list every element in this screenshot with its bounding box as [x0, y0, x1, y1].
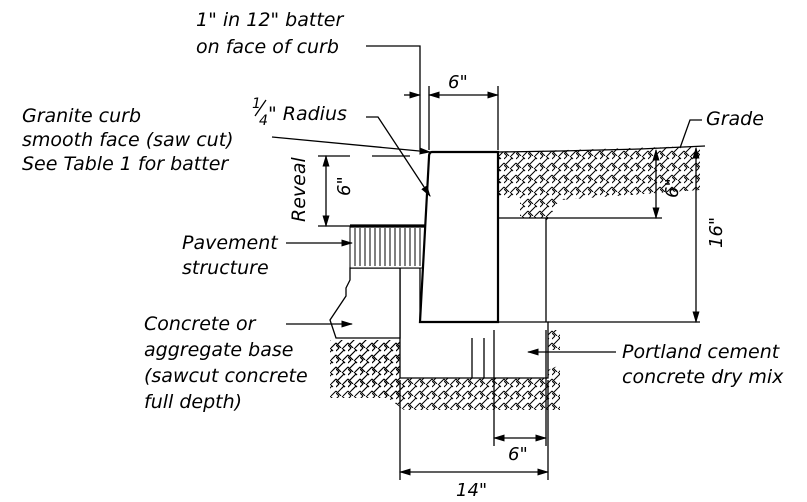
granite-label-line3: See Table 1 for batter	[22, 153, 229, 175]
granite-label-line2: smooth face (saw cut)	[22, 129, 234, 151]
annotation-labels: 1" in 12" batter on face of curb Granite…	[22, 9, 784, 413]
pavement-structure	[349, 224, 430, 269]
radius-denominator: 4	[259, 113, 268, 129]
leader-lines	[271, 45, 702, 356]
base-label-line2: aggregate base	[144, 339, 293, 361]
radius-numerator: 1	[252, 96, 261, 112]
dimension-labels: 6" 6" 6" 16" 6" 14"	[334, 72, 727, 501]
dry-mix-backfill	[493, 217, 547, 331]
base-label-line1: Concrete or	[144, 313, 257, 335]
dim-curb-depth: 16"	[706, 217, 727, 248]
batter-note-line2: on face of curb	[196, 36, 339, 58]
pavement-label-line2: structure	[182, 257, 269, 279]
base-label-line3: (sawcut concrete	[144, 365, 308, 387]
granite-label-line1: Granite curb	[22, 105, 141, 127]
aggregate-base	[329, 267, 401, 339]
pcc-label-line2: concrete dry mix	[622, 366, 784, 388]
pcc-label-line1: Portland cement	[622, 341, 781, 363]
radius-label: " Radius	[268, 103, 347, 125]
dimension-lines	[318, 86, 700, 480]
grade-label: Grade	[706, 108, 764, 130]
dim-curb-top-width: 6"	[448, 72, 468, 93]
dim-reveal-height: 6"	[334, 176, 355, 196]
dim-footing-width: 14"	[456, 480, 487, 501]
dim-grade-to-backfill: 6"	[662, 178, 683, 198]
batter-note-line1: 1" in 12" batter	[196, 9, 344, 31]
dim-backfill-bottom-width: 6"	[508, 444, 528, 465]
base-label-line4: full depth)	[144, 391, 242, 413]
granite-curb	[418, 150, 500, 324]
pavement-label-line1: Pavement	[182, 232, 279, 254]
reveal-label: Reveal	[288, 157, 310, 222]
